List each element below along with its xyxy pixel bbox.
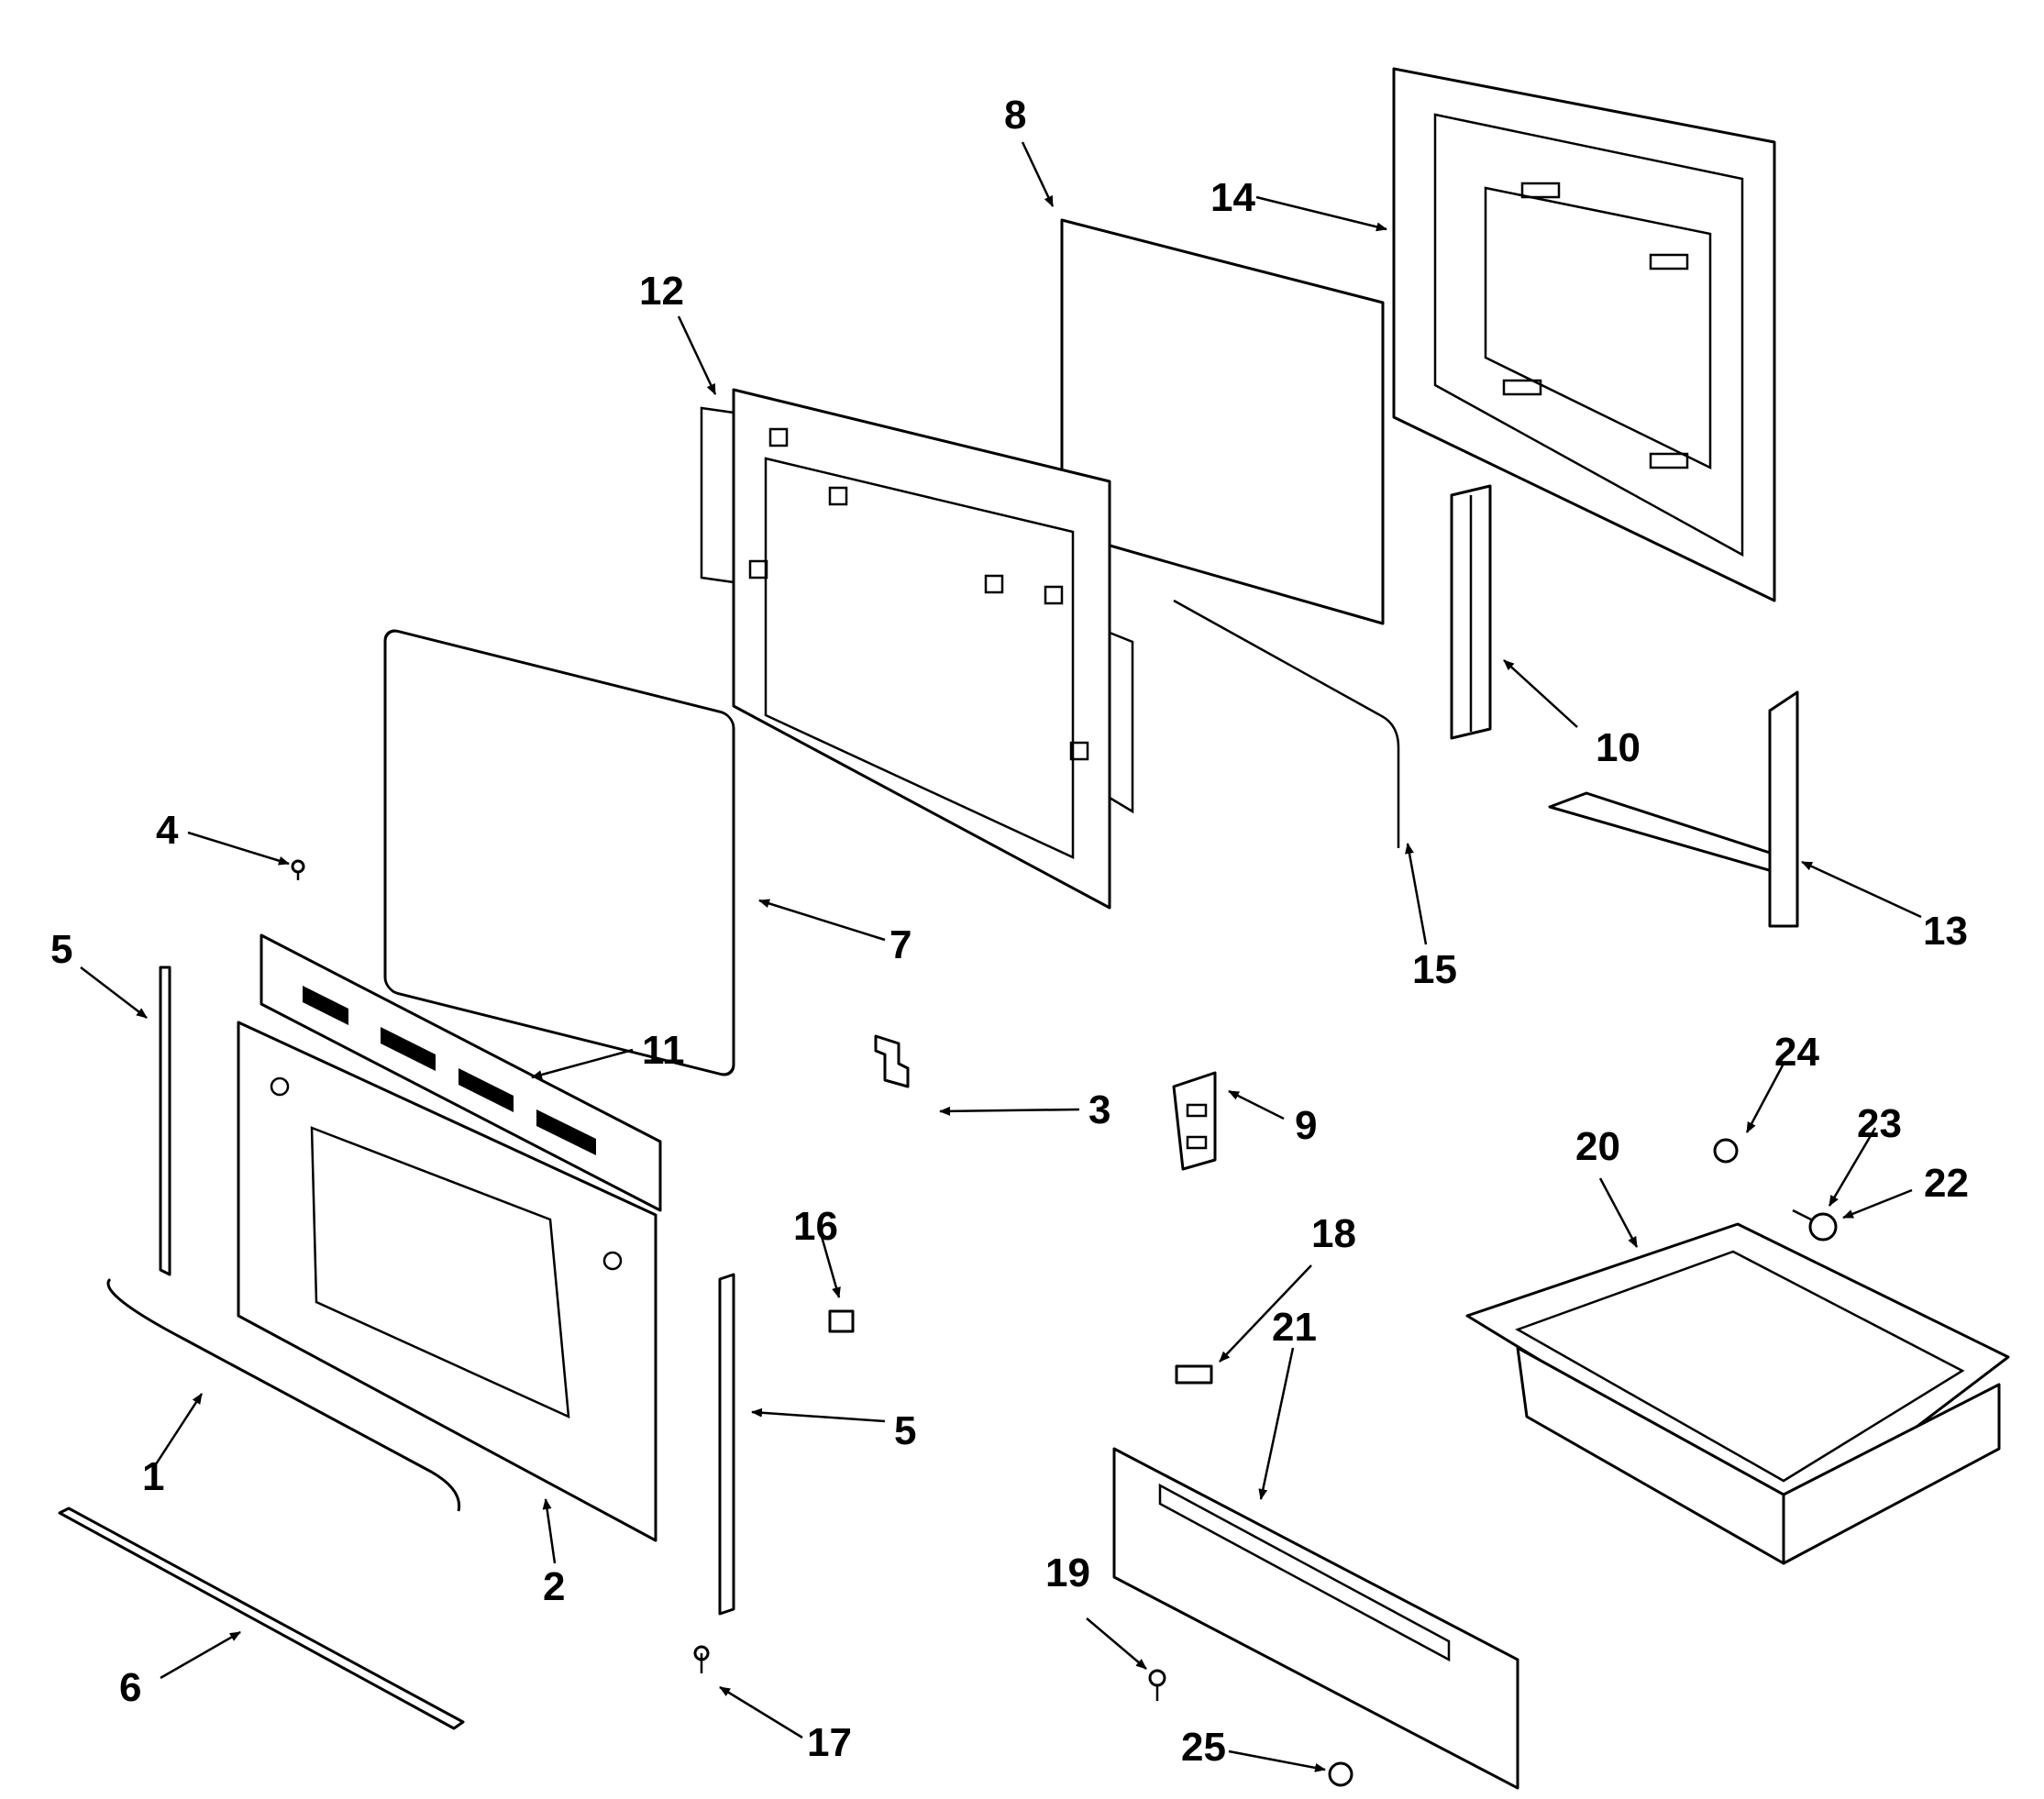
callout-7: 7 xyxy=(889,922,912,967)
part-19-screw xyxy=(1148,1669,1166,1701)
callout-22: 22 xyxy=(1924,1161,1969,1206)
part-17-screw xyxy=(693,1645,710,1673)
part-5-right-side-trim xyxy=(718,1273,735,1616)
callout-13: 13 xyxy=(1923,909,1968,954)
callout-25: 25 xyxy=(1181,1725,1226,1770)
callout-15: 15 xyxy=(1412,947,1457,992)
callout-6: 6 xyxy=(119,1665,141,1710)
part-13-insulation xyxy=(1548,690,1799,928)
callout-4: 4 xyxy=(156,808,179,853)
part-8-glass-panel xyxy=(1060,218,1385,625)
part-3-bracket xyxy=(874,1034,910,1088)
part-22-roller xyxy=(1808,1212,1838,1242)
callout-2: 2 xyxy=(543,1564,565,1609)
part-20-drawer-pan xyxy=(1465,1222,2010,1565)
callout-1: 1 xyxy=(142,1454,164,1499)
part-11-vent-trim xyxy=(260,933,662,1212)
part-25-nut xyxy=(1328,1761,1353,1787)
callout-16: 16 xyxy=(793,1204,838,1249)
callout-12: 12 xyxy=(639,269,684,314)
part-12-inner-door-frame xyxy=(700,388,1134,910)
callout-5-right: 5 xyxy=(894,1408,916,1453)
leader-lines xyxy=(80,141,1922,1772)
part-2-outer-door-panel xyxy=(237,1021,657,1542)
callout-17: 17 xyxy=(807,1720,852,1765)
callout-8: 8 xyxy=(1004,93,1026,138)
part-4-screw xyxy=(291,859,305,880)
part-7-inner-glass xyxy=(383,629,735,1076)
part-16-clip xyxy=(828,1309,855,1333)
part-23-screw xyxy=(1792,1209,1812,1221)
part-6-bottom-trim xyxy=(58,1507,465,1730)
callout-19: 19 xyxy=(1045,1551,1090,1595)
part-1-door-handle xyxy=(106,1277,461,1512)
callout-14: 14 xyxy=(1210,175,1255,220)
part-24-nut xyxy=(1713,1138,1739,1164)
part-21-drawer-front xyxy=(1112,1447,1519,1790)
callout-18: 18 xyxy=(1311,1211,1356,1256)
callout-11: 11 xyxy=(642,1028,685,1073)
callout-5-left: 5 xyxy=(50,927,72,972)
callout-9: 9 xyxy=(1295,1103,1317,1148)
callout-3: 3 xyxy=(1088,1087,1110,1132)
part-10-vertical-channel xyxy=(1450,484,1492,740)
part-14-door-back-panel xyxy=(1392,67,1776,602)
part-9-hinge xyxy=(1172,1071,1217,1171)
callout-labels: 8 14 12 10 13 15 7 4 5 11 3 9 16 18 24 2… xyxy=(50,93,1969,1770)
callout-23: 23 xyxy=(1857,1101,1902,1146)
callout-24: 24 xyxy=(1774,1030,1819,1075)
callout-21: 21 xyxy=(1272,1305,1317,1350)
part-5-left-side-trim xyxy=(159,966,171,1276)
part-18-glide xyxy=(1175,1364,1213,1385)
callout-20: 20 xyxy=(1575,1124,1620,1169)
callout-10: 10 xyxy=(1596,725,1641,770)
part-15-door-seal xyxy=(1173,599,1400,848)
